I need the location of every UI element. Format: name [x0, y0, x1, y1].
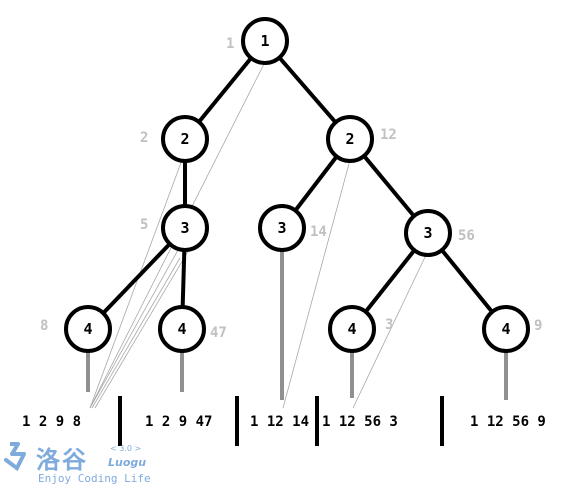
path-sequences: 1 2 9 8 1 2 9 47 1 12 14 1 12 56 3 1 12 56 9: [22, 414, 546, 430]
node-circle: [326, 115, 374, 163]
node-circle: [161, 204, 209, 252]
logo-tagline: Enjoy Coding Life: [38, 472, 151, 485]
node-weight: 8: [40, 318, 48, 334]
luogu-logo: 洛谷 < 3.0 > Luogu Enjoy Coding Life: [2, 442, 152, 486]
tree-node: 1: [241, 17, 289, 65]
node-label: 2: [345, 130, 354, 148]
leaf-stems: [86, 250, 508, 400]
node-label: 3: [277, 219, 286, 237]
node-circle: [404, 209, 452, 257]
tree-node: 3: [161, 204, 209, 252]
node-circle: [241, 17, 289, 65]
cross-link-line: [352, 254, 427, 409]
tree-node: 2: [326, 115, 374, 163]
sequence-dividers: [118, 396, 444, 446]
logo-version: < 3.0 >: [110, 444, 142, 453]
node-label: 4: [177, 320, 186, 338]
path-sequence: 1 2 9 47: [145, 414, 212, 430]
node-weight: 5: [140, 217, 148, 233]
node-weight: 9: [534, 318, 542, 334]
tree-node: 3: [404, 209, 452, 257]
node-label: 4: [347, 320, 356, 338]
cross-link-line: [89, 159, 183, 409]
node-label: 2: [180, 130, 189, 148]
tree-node: 3: [258, 204, 306, 252]
cross-link-line: [91, 257, 181, 409]
node-weight: 14: [310, 224, 327, 240]
path-sequence: 1 12 56 9: [470, 414, 546, 430]
node-weight: 2: [140, 130, 148, 146]
path-sequence: 1 2 9 8: [22, 414, 81, 430]
node-weight: 1: [226, 36, 234, 52]
node-weight: 47: [210, 325, 227, 341]
cross-link-line: [282, 159, 351, 409]
tree-node: 4: [158, 305, 206, 353]
tree-node: 4: [64, 305, 112, 353]
node-label: 3: [180, 219, 189, 237]
cross-link-lines: [89, 61, 427, 409]
luogu-mark-icon: [4, 442, 26, 471]
node-circle: [64, 305, 112, 353]
node-label: 4: [83, 320, 92, 338]
node-label: 4: [501, 320, 510, 338]
node-label: 3: [423, 224, 432, 242]
tree-node: 4: [328, 305, 376, 353]
node-circle: [328, 305, 376, 353]
cross-link-line: [89, 249, 179, 409]
node-circle: [158, 305, 206, 353]
cross-link-line: [94, 247, 191, 409]
logo-brand: Luogu: [108, 456, 147, 469]
node-circle: [161, 115, 209, 163]
logo-chars: 洛谷: [36, 446, 88, 474]
node-circle: [258, 204, 306, 252]
path-sequence: 1 12 56 3: [322, 414, 398, 430]
tree-node: 4: [482, 305, 530, 353]
node-circle: [482, 305, 530, 353]
tree-edges: [86, 39, 508, 331]
tree-node: 2: [161, 115, 209, 163]
path-sequence: 1 12 14: [250, 414, 309, 430]
node-weight: 56: [458, 228, 475, 244]
node-weight: 12: [380, 127, 397, 143]
node-weight: 3: [385, 317, 393, 333]
node-label: 1: [260, 32, 269, 50]
